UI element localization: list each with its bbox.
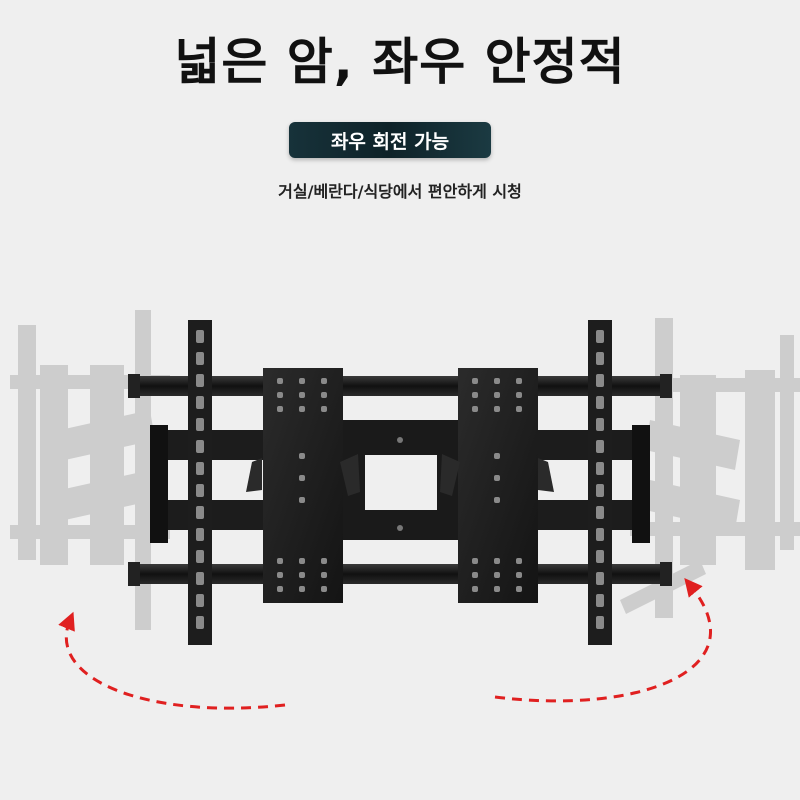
usage-caption: 거실/베란다/식당에서 편안하게 시청: [278, 182, 522, 201]
main-bracket: [128, 320, 672, 645]
mounting-plate-left: [263, 368, 343, 603]
wall-plate-cutout: [365, 455, 437, 510]
rotation-arrow-left-icon: [58, 611, 286, 710]
mounting-plate-right: [458, 368, 538, 603]
rotation-badge-label: 좌우 회전 가능: [330, 130, 450, 153]
headline: 넓은 암, 좌우 안정적: [174, 33, 626, 91]
rotation-badge: 좌우 회전 가능: [289, 122, 491, 158]
rotation-arrow-right-icon: [494, 578, 713, 703]
